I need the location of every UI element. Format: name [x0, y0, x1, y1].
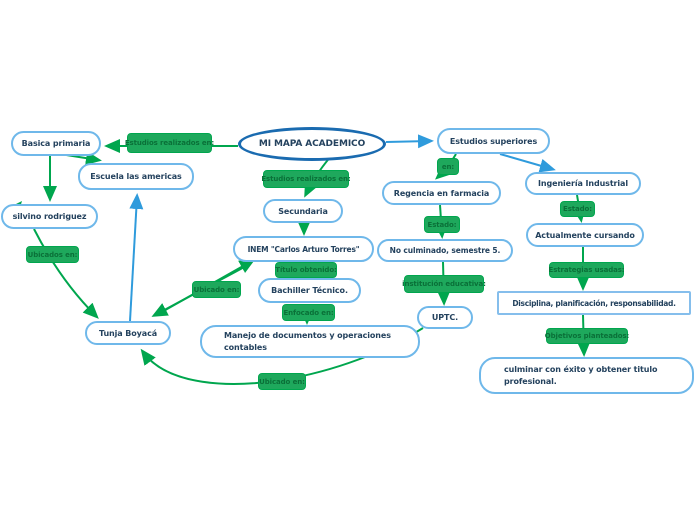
node-label: Secundaria — [278, 206, 328, 216]
edge-label-estado-ingenieria[interactable]: Estado: — [560, 201, 595, 217]
edge-label-enfocado-en[interactable]: Enfocado en: — [282, 304, 335, 321]
node-label: Basica primaria — [21, 139, 91, 148]
node-label: Manejo de documentos y operaciones conta… — [224, 330, 391, 352]
edge-label-text: institución educativa: — [402, 280, 486, 288]
edge-label-text: Estudios realizados en: — [261, 175, 351, 183]
node-tunja-boyaca[interactable]: Tunja Boyacá — [85, 321, 171, 345]
node-secundaria[interactable]: Secundaria — [263, 199, 343, 223]
node-label: Tunja Boyacá — [98, 328, 158, 338]
node-label: Escuela las americas — [90, 172, 182, 181]
edge-label-text: Enfocado en: — [283, 308, 334, 317]
node-actualmente-cursando[interactable]: Actualmente cursando — [526, 223, 644, 247]
edge-superiores-ingenieria — [499, 153, 556, 173]
node-ingenieria-industrial[interactable]: Ingeniería Industrial — [525, 172, 641, 195]
node-label: No culminado, semestre 5. — [389, 246, 501, 255]
edge-label-text: Estado: — [427, 220, 457, 229]
node-label: culminar con éxito y obtener titulo prof… — [504, 364, 658, 386]
node-label: Actualmente cursando — [535, 230, 635, 240]
node-label: Bachiller Técnico. — [271, 286, 348, 295]
edge-label-text: Estrategias usadas: — [548, 266, 625, 274]
edge-label-text: Estado: — [563, 205, 592, 213]
node-inem[interactable]: INEM "Carlos Arturo Torres" — [233, 236, 374, 262]
edge-label-estrategias-usadas[interactable]: Estrategias usadas: — [548, 262, 625, 278]
node-label: INEM "Carlos Arturo Torres" — [247, 244, 360, 254]
edge-label-ubicado-en-bottom[interactable]: Ubicado en: — [258, 373, 306, 390]
node-escuela-las-americas[interactable]: Escuela las americas — [78, 163, 194, 190]
node-manejo-documentos[interactable]: Manejo de documentos y operaciones conta… — [200, 325, 420, 358]
edge-label-estudios-realizados-center[interactable]: Estudios realizados en: — [261, 170, 351, 188]
edge-label-text: Ubicado en: — [259, 377, 305, 386]
node-root-label: MI MAPA ACADEMICO — [258, 139, 366, 149]
node-no-culminado[interactable]: No culminado, semestre 5. — [377, 239, 513, 262]
node-uptc[interactable]: UPTC. — [417, 306, 473, 329]
node-root[interactable]: MI MAPA ACADEMICO — [238, 127, 386, 161]
node-label: silvino rodriguez — [12, 212, 87, 221]
edge-label-estado-farmacia[interactable]: Estado: — [424, 216, 460, 233]
node-label: UPTC. — [431, 313, 459, 322]
node-regencia-farmacia[interactable]: Regencia en farmacia — [382, 181, 501, 205]
node-label: Ingeniería Industrial — [538, 179, 628, 188]
node-label: Regencia en farmacia — [393, 188, 490, 198]
edge-label-text: Ubicados en: — [27, 250, 78, 259]
edge-silvino-tunja — [33, 228, 99, 319]
node-estudios-superiores[interactable]: Estudios superiores — [437, 128, 550, 154]
edge-label-objetivos-planteados[interactable]: Objetivos planteados: — [544, 328, 630, 344]
edge-label-text: en: — [441, 162, 455, 171]
edge-label-text: Ubicado en: — [193, 285, 240, 294]
edge-label-institucion-educativa[interactable]: institución educativa: — [402, 275, 486, 293]
node-disciplina[interactable]: Disciplina, planificación, responsabilid… — [497, 291, 691, 315]
node-culminar[interactable]: culminar con éxito y obtener titulo prof… — [479, 357, 694, 394]
edge-label-titulo-obtenido[interactable]: Título obtenido: — [275, 262, 337, 278]
edge-label-text: Objetivos planteados: — [544, 332, 630, 340]
edge-label-ubicado-en-left[interactable]: Ubicado en: — [192, 281, 241, 298]
edge-label-text: Estudios realizados en: — [124, 139, 215, 147]
edge-root-superiores — [385, 134, 434, 149]
edge-label-ubicados-en[interactable]: Ubicados en: — [26, 246, 79, 263]
node-basica-primaria[interactable]: Basica primaria — [11, 131, 101, 156]
node-silvino-rodriguez[interactable]: silvino rodriguez — [1, 204, 98, 229]
edge-tunja-escuela — [129, 193, 144, 322]
node-label: Disciplina, planificación, responsabilid… — [512, 298, 676, 308]
edge-label-estudios-realizados-left[interactable]: Estudios realizados en: — [124, 133, 215, 153]
edge-label-text: Título obtenido: — [275, 266, 337, 274]
node-label: Estudios superiores — [449, 136, 538, 146]
node-bachiller-tecnico[interactable]: Bachiller Técnico. — [258, 278, 361, 303]
edge-label-en[interactable]: en: — [437, 158, 459, 175]
